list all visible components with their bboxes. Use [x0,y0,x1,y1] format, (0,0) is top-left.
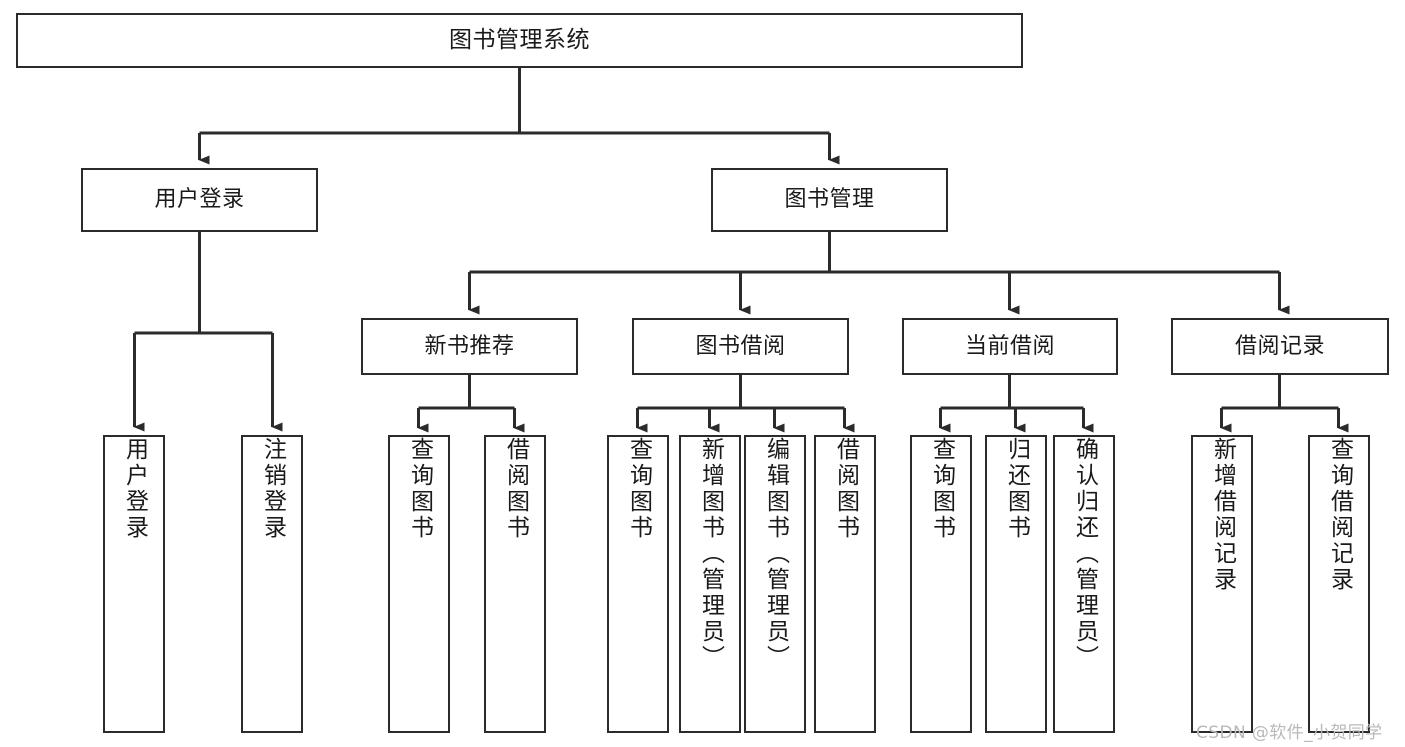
node-leaf-user-login-label: 用户登录 [121,437,148,541]
node-user-login-label: 用户登录 [154,187,245,213]
csdn-watermark: CSDN @软件_小贺同学 [1196,723,1383,743]
node-new-book-rec-label: 新书推荐 [424,333,515,359]
node-borrow-record-label: 借阅记录 [1234,333,1325,359]
node-leaf-query-book-2-label: 查询图书 [625,437,652,541]
node-leaf-query-book-3[interactable]: 查询图书 [910,435,972,733]
node-leaf-confirm-return-admin[interactable]: 确认归还（管理员） [1053,435,1115,733]
node-current-borrow[interactable]: 当前借阅 [902,318,1118,375]
node-leaf-query-borrow-record-label: 查询借阅记录 [1326,437,1353,593]
node-leaf-user-logout[interactable]: 注销登录 [241,435,303,733]
node-leaf-add-borrow-record[interactable]: 新增借阅记录 [1191,435,1253,733]
node-book-manage[interactable]: 图书管理 [711,168,948,232]
node-book-manage-label: 图书管理 [784,187,875,213]
node-leaf-query-book-2[interactable]: 查询图书 [607,435,669,733]
node-leaf-borrow-book-2-label: 借阅图书 [832,437,859,541]
node-root-label: 图书管理系统 [449,27,590,54]
node-leaf-borrow-book-1-label: 借阅图书 [502,437,529,541]
node-current-borrow-label: 当前借阅 [964,333,1055,359]
node-leaf-edit-book-admin[interactable]: 编辑图书（管理员） [744,435,806,733]
node-book-borrow[interactable]: 图书借阅 [632,318,849,375]
node-leaf-add-borrow-record-label: 新增借阅记录 [1209,437,1236,593]
node-leaf-borrow-book-1[interactable]: 借阅图书 [484,435,546,733]
node-leaf-query-book-1[interactable]: 查询图书 [388,435,450,733]
node-user-login[interactable]: 用户登录 [81,168,318,232]
node-root[interactable]: 图书管理系统 [16,13,1023,68]
node-leaf-query-borrow-record[interactable]: 查询借阅记录 [1308,435,1370,733]
node-leaf-return-book-label: 归还图书 [1003,437,1030,541]
node-leaf-add-book-admin[interactable]: 新增图书（管理员） [679,435,741,733]
node-leaf-return-book[interactable]: 归还图书 [985,435,1047,733]
node-leaf-add-book-admin-label: 新增图书（管理员） [697,437,724,671]
node-leaf-query-book-3-label: 查询图书 [928,437,955,541]
node-book-borrow-label: 图书借阅 [695,333,786,359]
node-leaf-user-logout-label: 注销登录 [259,437,286,541]
node-leaf-query-book-1-label: 查询图书 [406,437,433,541]
node-leaf-confirm-return-admin-label: 确认归还（管理员） [1071,437,1098,671]
node-leaf-borrow-book-2[interactable]: 借阅图书 [814,435,876,733]
node-borrow-record[interactable]: 借阅记录 [1171,318,1389,375]
node-new-book-rec[interactable]: 新书推荐 [361,318,578,375]
node-leaf-edit-book-admin-label: 编辑图书（管理员） [762,437,789,671]
node-leaf-user-login[interactable]: 用户登录 [103,435,165,733]
